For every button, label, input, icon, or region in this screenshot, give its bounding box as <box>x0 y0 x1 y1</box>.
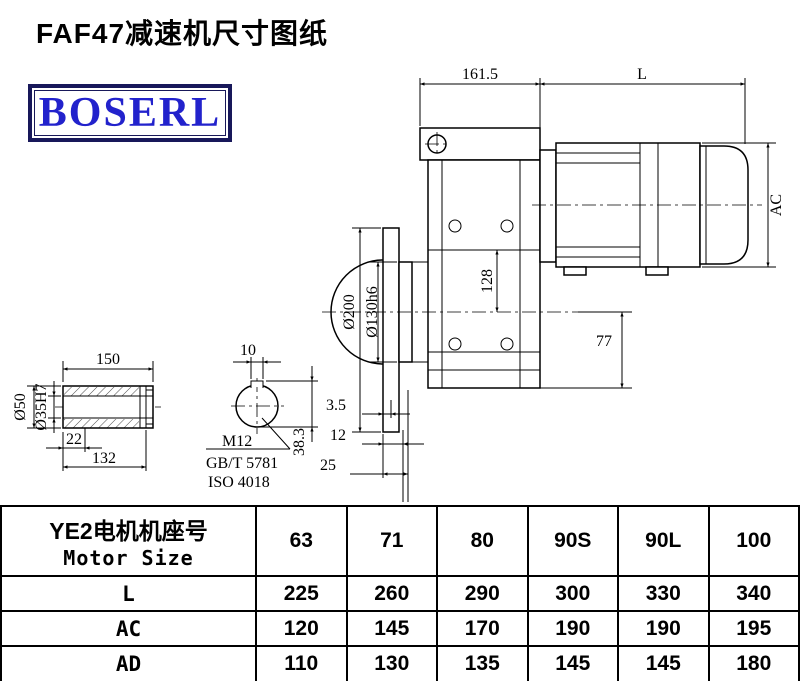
table-cell: 145 <box>345 610 438 647</box>
motor-size-90l: 90L <box>617 505 710 577</box>
dim-shaft-step: 22 <box>46 428 102 452</box>
page-title: FAF47减速机尺寸图纸 <box>36 18 329 49</box>
table-cell: 145 <box>526 645 619 681</box>
table-cell: 300 <box>526 575 619 612</box>
table-row-AC: AC 120 145 170 190 190 195 <box>0 610 800 647</box>
dim-keyway-width: 10 <box>233 342 281 379</box>
technical-drawing: M12 GB/T 5781 ISO 4018 161.5 L AC <box>12 66 785 502</box>
dim-label-130: Ø130h6 <box>364 286 381 338</box>
dim-spigot-depth: 12 <box>330 427 424 502</box>
table-cell: 145 <box>617 645 710 681</box>
shaft-detail <box>62 385 154 429</box>
dim-flange-offset: 25 <box>320 390 409 502</box>
table-cell: 110 <box>255 645 348 681</box>
dim-motor-diameter: AC <box>702 142 785 268</box>
motor-size-header: YE2电机机座号 Motor Size <box>0 505 257 577</box>
table-cell: 170 <box>436 610 529 647</box>
dim-label-77: 77 <box>596 333 612 350</box>
dim-spigot-diameter: Ø130h6 <box>364 261 397 363</box>
table-cell: 330 <box>617 575 710 612</box>
fan-cover <box>699 145 749 265</box>
table-cell: 120 <box>255 610 348 647</box>
row-label-L: L <box>0 575 257 612</box>
table-cell: 135 <box>436 645 529 681</box>
dim-label-AC: AC <box>768 194 785 216</box>
dim-label-12: 12 <box>330 427 346 444</box>
dim-label-10: 10 <box>240 342 256 359</box>
standard-gb-note: GB/T 5781 <box>206 455 278 472</box>
motor-adapter <box>539 149 557 263</box>
table-cell: 190 <box>617 610 710 647</box>
table-cell: 225 <box>255 575 348 612</box>
dim-label-161-5: 161.5 <box>462 66 498 83</box>
dim-label-200: Ø200 <box>341 294 358 330</box>
bore-detail <box>235 380 279 428</box>
dim-keyway-depth: 38.3 <box>260 366 318 456</box>
table-cell: 290 <box>436 575 529 612</box>
leader-note: M12 GB/T 5781 ISO 4018 <box>206 417 291 491</box>
table-cell: 195 <box>707 610 800 647</box>
standard-iso-note: ISO 4018 <box>208 474 270 491</box>
motor-size-80: 80 <box>436 505 529 577</box>
dim-label-35: Ø35H7 <box>33 383 50 430</box>
dim-label-132: 132 <box>92 450 116 467</box>
row-label-AD: AD <box>0 645 257 681</box>
dim-label-L: L <box>637 66 647 83</box>
motor-size-63: 63 <box>255 505 348 577</box>
header-en: Motor Size <box>63 546 194 570</box>
boserl-logo-text: BOSERL <box>38 90 222 136</box>
table-row-AD: AD 110 130 135 145 145 180 <box>0 645 800 681</box>
keyway <box>250 380 264 388</box>
dim-shaft-body: 132 <box>62 430 147 471</box>
dim-label-3-5: 3.5 <box>326 397 346 414</box>
dim-label-25: 25 <box>320 457 336 474</box>
motor <box>539 142 749 276</box>
dimension-table: YE2电机机座号 Motor Size 63 71 80 90S 90L 100… <box>0 505 800 681</box>
table-cell: 260 <box>345 575 438 612</box>
dim-center-height: 128 <box>479 250 499 312</box>
dim-motor-length: L <box>540 66 746 144</box>
dim-bore: Ø35H7 <box>33 381 61 433</box>
motor-size-100: 100 <box>707 505 800 577</box>
motor-size-90s: 90S <box>526 505 619 577</box>
dim-label-22: 22 <box>66 431 82 448</box>
dim-shaft-outer: Ø50 <box>12 385 61 429</box>
dim-flange-step: 3.5 <box>326 397 410 418</box>
dim-flange-diameter: Ø200 <box>341 227 381 433</box>
header-cn: YE2电机机座号 <box>49 518 208 544</box>
boserl-logo: BOSERL <box>28 84 232 142</box>
dim-label-38-3: 38.3 <box>291 428 308 456</box>
dim-axis-to-base: 77 <box>540 311 632 389</box>
table-cell: 340 <box>707 575 800 612</box>
gearbox-housing <box>419 127 541 389</box>
table-cell: 180 <box>707 645 800 681</box>
table-row-L: L 225 260 290 300 330 340 <box>0 575 800 612</box>
row-label-AC: AC <box>0 610 257 647</box>
thread-note: M12 <box>222 433 252 450</box>
dim-label-150: 150 <box>96 351 120 368</box>
table-cell: 190 <box>526 610 619 647</box>
dim-label-50: Ø50 <box>12 393 29 421</box>
motor-size-71: 71 <box>345 505 438 577</box>
dim-shaft-length: 150 <box>62 351 154 382</box>
table-cell: 130 <box>345 645 438 681</box>
table-header-row: YE2电机机座号 Motor Size 63 71 80 90S 90L 100 <box>0 505 800 577</box>
dim-label-128: 128 <box>479 269 496 293</box>
dim-top-width: 161.5 <box>419 66 541 148</box>
